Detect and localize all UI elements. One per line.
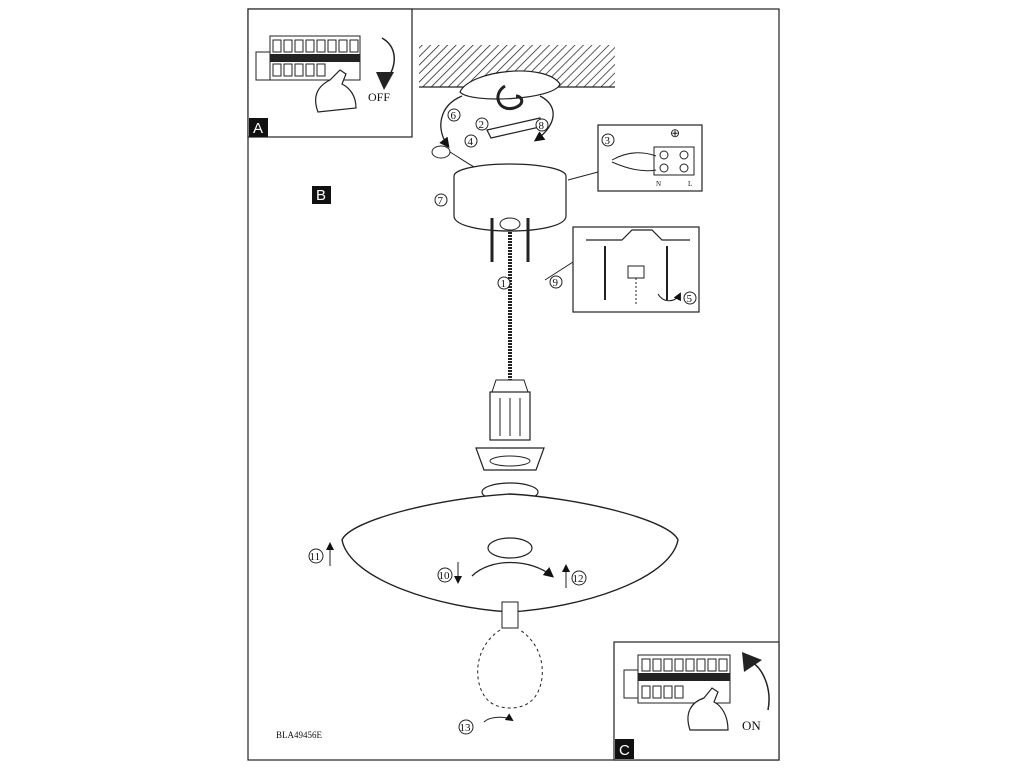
live-symbol: L [688, 180, 692, 188]
breaker-box-icon [255, 35, 361, 81]
lamp-shade [341, 493, 679, 613]
earth-symbol: ⊕ [670, 126, 680, 140]
canopy [453, 163, 567, 262]
neutral-symbol: N [656, 180, 661, 188]
light-bulb [477, 601, 543, 723]
step-13: 13 [460, 722, 472, 734]
panel-b-label: B [312, 186, 331, 204]
hand-icon [315, 69, 357, 113]
mounting-bracket [486, 117, 545, 139]
page-border [247, 8, 780, 761]
ceiling-plate [459, 70, 561, 100]
step-5: 5 [687, 293, 693, 305]
panel-c-letter: C [619, 742, 630, 759]
panel-a-letter: A [253, 120, 263, 137]
off-caption: OFF [368, 90, 390, 104]
connector-cap [431, 145, 451, 159]
step-3: 3 [605, 135, 611, 147]
step-8: 8 [539, 120, 545, 132]
wiring-inset: ⊕ N L [567, 124, 703, 192]
panel-c: ON C [613, 641, 780, 761]
lamp-socket [475, 379, 545, 471]
ceiling-mount [419, 45, 615, 169]
step-9: 9 [553, 277, 559, 289]
step-markers: 1 2 3 4 5 6 7 8 9 10 11 12 13 [308, 108, 697, 735]
screw-inset [544, 226, 700, 313]
step-6: 6 [451, 110, 457, 122]
panel-a: OFF A [247, 8, 413, 138]
hand-icon [687, 687, 729, 731]
document-code: BLA49456E [276, 730, 323, 740]
step-10: 10 [439, 570, 451, 582]
hook-icon [496, 84, 524, 111]
step-12: 12 [573, 573, 584, 585]
step-7: 7 [438, 195, 444, 207]
step-11: 11 [310, 551, 321, 563]
panel-b-letter: B [316, 187, 326, 204]
step-2: 2 [479, 119, 485, 131]
step-1: 1 [501, 278, 507, 290]
step-4: 4 [468, 136, 474, 148]
terminal-block [653, 146, 695, 176]
breaker-box-icon [623, 654, 731, 704]
on-caption: ON [742, 718, 761, 733]
